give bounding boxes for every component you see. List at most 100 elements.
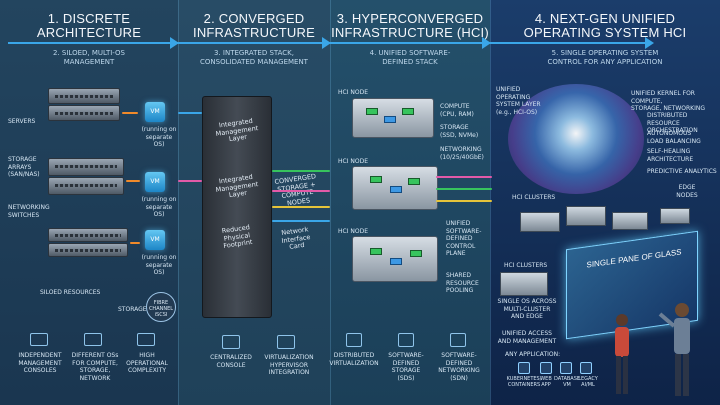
storage-chip — [390, 186, 402, 193]
hci-node-label: HCI NODE — [338, 158, 368, 165]
web-app-icon — [540, 362, 552, 374]
person-head-icon — [675, 303, 689, 317]
storage-label: STORAGE(SSD, NVMe) — [440, 124, 479, 139]
cable-line — [272, 206, 330, 208]
vm-icon: VM — [145, 230, 165, 250]
cable-line — [272, 190, 330, 192]
hci-cluster-block — [520, 212, 560, 232]
server-unit — [48, 105, 120, 121]
hci-cluster-block — [566, 206, 606, 226]
cpu-chip — [410, 250, 422, 257]
hci-node-label: HCI NODE — [338, 89, 368, 96]
app-label: KUBERNETES/CONTAINERS — [506, 376, 542, 388]
sdn-icon — [450, 333, 466, 347]
hci-node — [352, 98, 434, 138]
virtualization-icon — [346, 333, 362, 347]
cable-line — [436, 188, 492, 190]
person-head-icon — [616, 314, 628, 326]
connector-line — [130, 242, 140, 244]
networking-label: NETWORKING(10/25/40GbE) — [440, 146, 484, 161]
feature-label: PREDICTIVE ANALYTICS — [647, 168, 717, 175]
cpu-chip — [402, 108, 414, 115]
column-divider — [490, 0, 491, 405]
people-illustration — [615, 303, 690, 396]
cpu-chip — [366, 108, 378, 115]
column-divider — [330, 0, 331, 405]
cable-line — [178, 180, 202, 182]
hci-cluster-block — [612, 212, 648, 230]
hci-cluster-block — [500, 272, 548, 296]
column-2-subtitle: 3. INTEGRATED STACK,CONSOLIDATED MANAGEM… — [200, 49, 308, 66]
feature-label: UNIFIED KERNEL FOR COMPUTE,STORAGE, NETW… — [631, 90, 705, 112]
timeline-arrow-icon — [322, 37, 331, 49]
hci-node — [352, 236, 438, 282]
kubernetes-icon — [518, 362, 530, 374]
vm-icon: VM — [145, 172, 165, 192]
cable-line — [272, 170, 330, 172]
os-stack-icon — [84, 333, 102, 346]
console-monitor-icon — [222, 335, 240, 349]
storage-array-unit — [48, 177, 124, 195]
cpu-chip — [370, 176, 382, 183]
hci-node-label: HCI NODE — [338, 228, 368, 235]
storage-link-label: STORAGE — [118, 306, 147, 313]
legacy-ai-icon — [580, 362, 592, 374]
timeline-arrow-icon — [482, 37, 491, 49]
hci-clusters-label: HCI CLUSTERS — [504, 262, 548, 269]
siloed-resources-label: SILOED RESOURCES — [40, 289, 101, 296]
converged-rack — [202, 96, 272, 318]
storage-array-unit — [48, 158, 124, 176]
unified-os-brain-icon — [508, 84, 644, 194]
database-icon — [560, 362, 572, 374]
storage-chip — [390, 258, 402, 265]
connector-line — [126, 180, 140, 182]
network-switch-unit — [48, 243, 128, 257]
cpu-chip — [408, 178, 420, 185]
cpu-chip — [370, 248, 382, 255]
discrete-architecture-panel — [0, 0, 178, 405]
complexity-icon — [137, 333, 155, 346]
connector-line — [122, 112, 138, 114]
cable-line — [272, 220, 330, 222]
hypervisor-icon — [277, 335, 295, 349]
timeline-arrow-icon — [645, 37, 654, 49]
management-console-icon — [30, 333, 48, 346]
compute-label: COMPUTE(CPU, RAM) — [440, 103, 474, 118]
hci-clusters-label: HCI CLUSTERS — [512, 194, 556, 201]
column-divider — [178, 0, 179, 405]
servers-label: SERVERS — [8, 118, 36, 125]
person-body-icon — [615, 327, 629, 357]
edge-node-block — [660, 208, 690, 224]
sds-icon — [398, 333, 414, 347]
timeline-arrow-icon — [170, 37, 179, 49]
